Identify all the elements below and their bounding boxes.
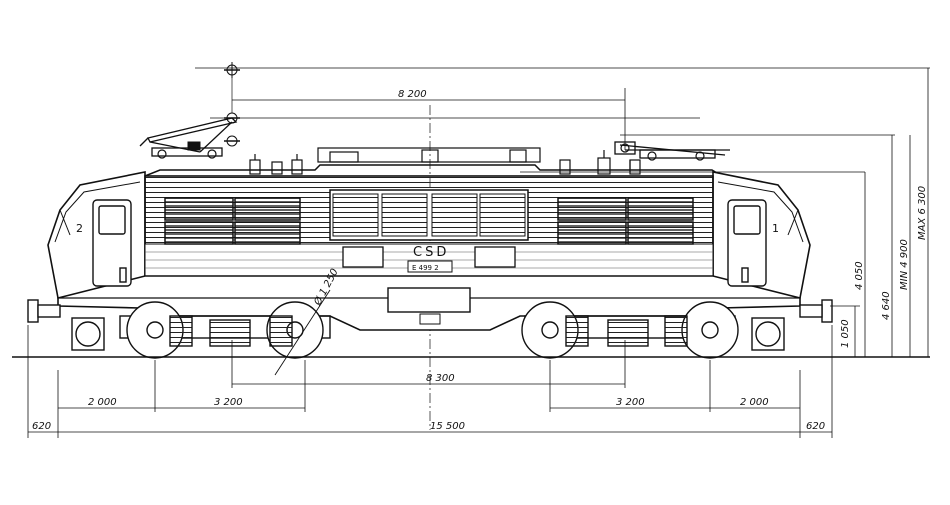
dim-height-buffer: 1 050 bbox=[840, 319, 851, 348]
dim-buffer-left: 620 bbox=[32, 421, 51, 432]
dim-height-roof: 4 640 bbox=[881, 291, 892, 320]
cab-door-right bbox=[727, 199, 767, 287]
dim-pantograph-spacing: 8 200 bbox=[398, 89, 427, 100]
dim-overhang-right: 2 000 bbox=[740, 397, 769, 408]
cab-door-left bbox=[92, 199, 132, 287]
dim-height-panto-max: MAX 6 300 bbox=[917, 186, 928, 240]
dimension-overall-length: 620 15 500 620 bbox=[27, 325, 833, 438]
side-windows-left bbox=[164, 197, 301, 245]
pantograph-head-marks bbox=[224, 62, 240, 147]
bogie-left bbox=[71, 301, 331, 359]
side-windows-right bbox=[557, 197, 694, 245]
number-plate: E 499 2 bbox=[412, 264, 439, 272]
dim-axle-left: 3 200 bbox=[214, 397, 243, 408]
dimension-heights: 1 050 4 050 4 640 MIN 4 900 MAX 6 300 bbox=[830, 68, 929, 357]
roof-equipment bbox=[144, 147, 723, 177]
pantograph-left bbox=[139, 117, 238, 159]
dimension-bogie-centres: 8 300 bbox=[231, 340, 626, 388]
bogie-right bbox=[521, 301, 785, 359]
dim-bogie-centres: 8 300 bbox=[426, 373, 455, 384]
dim-overhang-left: 2 000 bbox=[88, 397, 117, 408]
cab-label-2: 2 bbox=[76, 222, 83, 235]
body-lettering: CSD E 499 2 bbox=[342, 245, 516, 325]
dim-length: 15 500 bbox=[430, 421, 465, 432]
dim-height-panto-min: MIN 4 900 bbox=[899, 239, 910, 290]
cab-label-1: 1 bbox=[772, 222, 779, 235]
operator-lettering: CSD bbox=[413, 245, 449, 260]
dimension-pantograph-spacing: 8 200 bbox=[232, 88, 626, 150]
dim-height-body: 4 050 bbox=[854, 261, 865, 290]
pantograph-height-lines bbox=[195, 67, 930, 173]
buffers bbox=[27, 299, 833, 323]
pantograph-right bbox=[614, 141, 730, 172]
dim-buffer-right: 620 bbox=[806, 421, 825, 432]
dimension-axles: 2 000 3 200 3 200 2 000 bbox=[57, 360, 801, 412]
dim-axle-right: 3 200 bbox=[616, 397, 645, 408]
